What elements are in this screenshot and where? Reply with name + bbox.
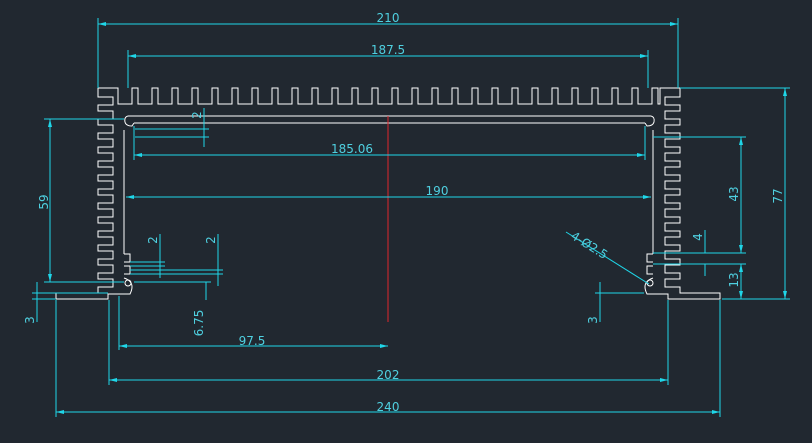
right-top-corner (644, 115, 655, 127)
dim-base-offset: 6.75 (192, 310, 206, 337)
dim-rib-top: 2 (190, 111, 204, 119)
dimension-labels: 210 187.5 185.06 190 97.5 202 240 77 59 … (23, 11, 785, 414)
heatsink-profile (55, 87, 721, 300)
dim-inner-width: 185.06 (331, 142, 373, 156)
left-top-corner (124, 115, 135, 127)
dim-height-right: 43 (727, 186, 741, 201)
dim-slot-b: 2 (204, 236, 218, 244)
dim-height-left: 59 (37, 194, 51, 209)
dim-inner-top: 187.5 (371, 43, 405, 57)
dim-foot-height: 13 (727, 272, 741, 287)
dim-base-total: 240 (377, 400, 400, 414)
dim-slot-pitch: 4 (691, 233, 705, 241)
dim-center-offset: 97.5 (239, 334, 266, 348)
right-bottom-slot (644, 253, 658, 295)
dim-base-inner: 202 (377, 368, 400, 382)
dim-flange-right: 3 (586, 316, 600, 324)
left-hole (124, 279, 132, 287)
dim-mid-width: 190 (426, 184, 449, 198)
dimension-lines (32, 18, 790, 417)
dim-total-top: 210 (377, 11, 400, 25)
arrowheads (48, 22, 787, 414)
dim-height-total: 77 (771, 188, 785, 203)
profile-outline (55, 87, 721, 300)
dim-flange-left: 3 (23, 316, 37, 324)
dim-slot-a: 2 (146, 236, 160, 244)
hole-callout: 4-Ø2.5 (568, 229, 610, 262)
